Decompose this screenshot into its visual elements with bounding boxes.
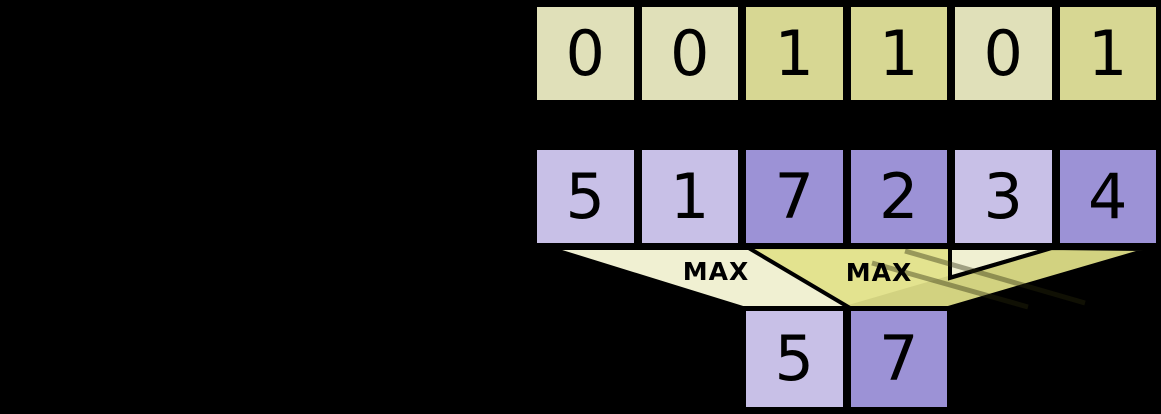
mask-cell-value: 0 <box>983 16 1023 90</box>
mask-cell-value: 1 <box>774 16 814 90</box>
value-cell-value: 7 <box>774 159 814 233</box>
value-cell-value: 3 <box>983 159 1023 233</box>
value-cell-value: 5 <box>565 159 605 233</box>
funnel-overlap-line <box>871 260 1029 310</box>
output-cell-value: 5 <box>774 322 814 395</box>
mask-cell: 1 <box>1055 3 1160 104</box>
mask-cell: 0 <box>637 3 742 104</box>
mask-cell: 1 <box>846 3 951 104</box>
value-cell-value: 4 <box>1088 159 1128 233</box>
value-cell: 7 <box>742 146 847 247</box>
mask-row: 0 0 1 1 0 1 <box>533 3 1160 104</box>
output-row: 5 7 <box>742 307 951 411</box>
mask-cell: 0 <box>533 3 638 104</box>
mask-cell-value: 0 <box>565 16 605 90</box>
output-cell: 5 <box>742 307 847 411</box>
max-label-right: MAX <box>846 258 913 287</box>
value-cell: 4 <box>1055 146 1160 247</box>
mask-cell-value: 1 <box>879 16 919 90</box>
value-cell: 3 <box>951 146 1056 247</box>
funnel-overlap-line <box>904 248 1086 306</box>
mask-cell-value: 0 <box>670 16 710 90</box>
value-cell: 1 <box>637 146 742 247</box>
value-cell: 2 <box>846 146 951 247</box>
mask-cell-value: 1 <box>1088 16 1128 90</box>
mask-cell: 0 <box>951 3 1056 104</box>
value-row: 5 1 7 2 3 4 <box>533 146 1160 247</box>
value-cell-value: 1 <box>670 159 710 233</box>
output-cell-value: 7 <box>879 322 919 395</box>
mask-cell: 1 <box>742 3 847 104</box>
max-label-left: MAX <box>683 257 750 286</box>
value-cell: 5 <box>533 146 638 247</box>
value-cell-value: 2 <box>879 159 919 233</box>
output-cell: 7 <box>846 307 951 411</box>
